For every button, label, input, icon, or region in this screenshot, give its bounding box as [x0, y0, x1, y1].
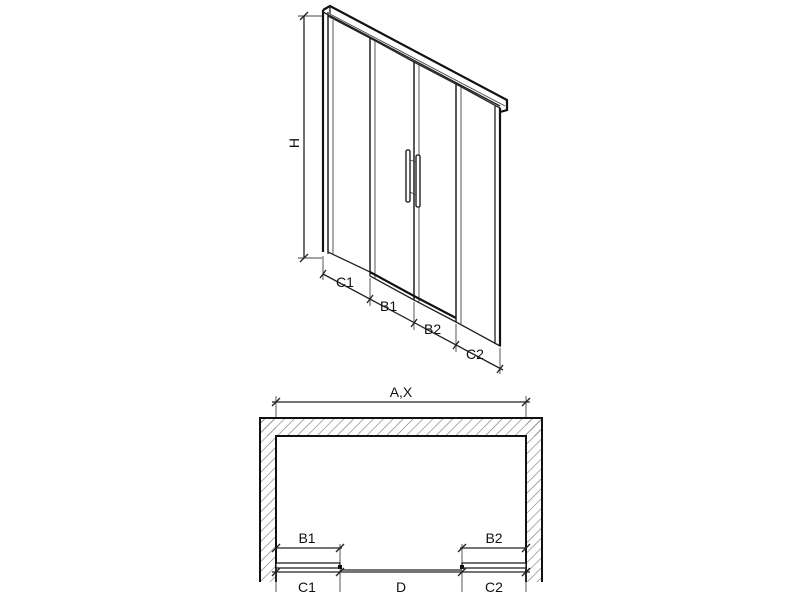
- plan-bottom-dimension: C1 D C2: [271, 567, 531, 595]
- b1-dimension: B1: [271, 530, 345, 566]
- c1-label-plan: C1: [298, 579, 316, 595]
- b2-dimension: B2: [457, 530, 531, 566]
- overall-width-dimension: A,X: [271, 384, 531, 418]
- b1-label-iso: B1: [380, 298, 397, 314]
- fixed-panel-left: [327, 14, 371, 274]
- bottom-dimension-chain: C1 B1 B2 C2: [319, 256, 504, 374]
- top-rail: [322, 4, 509, 114]
- b2-label-iso: B2: [424, 321, 441, 337]
- left-wall-profile: [321, 10, 329, 254]
- height-dimension: H: [286, 11, 322, 263]
- c2-label-plan: C2: [485, 579, 503, 595]
- c1-label-iso: C1: [336, 274, 354, 290]
- fixed-panel-right: [455, 82, 502, 348]
- door-handles: [405, 149, 421, 208]
- width-label: A,X: [390, 384, 413, 400]
- door-profiles-plan: [275, 562, 527, 571]
- b2-label-plan: B2: [485, 530, 502, 546]
- height-label: H: [286, 138, 302, 148]
- c2-label-iso: C2: [466, 346, 484, 362]
- isometric-view: H C1 B1 B2 C2: [286, 4, 509, 374]
- plan-view: A,X B1 B2: [259, 384, 543, 595]
- b1-label-plan: B1: [298, 530, 315, 546]
- d-label-plan: D: [396, 579, 406, 595]
- wall-outline: [259, 417, 543, 582]
